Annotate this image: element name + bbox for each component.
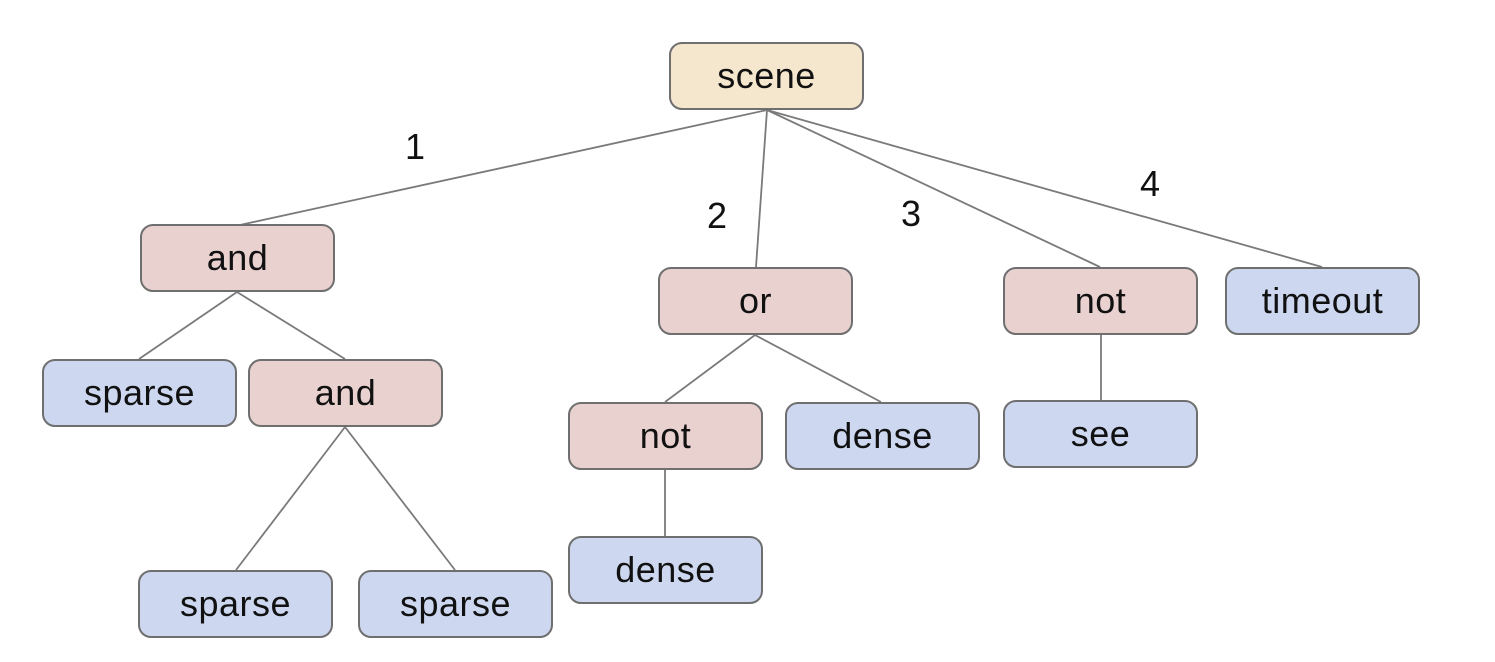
node-see: see <box>1003 400 1198 468</box>
edge-and2-sparse2 <box>235 426 346 571</box>
node-sparse-2: sparse <box>138 570 333 638</box>
node-see-label: see <box>1070 413 1131 454</box>
edge-scene-and1 <box>239 109 768 226</box>
edge-label-1: 1 <box>404 126 426 167</box>
node-not-1: not <box>1003 267 1198 335</box>
node-dense-1-label: dense <box>832 415 933 456</box>
node-dense-2: dense <box>568 536 763 604</box>
node-scene: scene <box>669 42 864 110</box>
node-not-1-label: not <box>1074 280 1127 321</box>
node-sparse-1: sparse <box>42 359 237 427</box>
node-not-2: not <box>568 402 763 470</box>
node-not-2-label: not <box>639 415 692 456</box>
node-sparse-3-label: sparse <box>399 583 512 624</box>
edge-scene-timeout <box>766 109 1323 268</box>
edge-label-2: 2 <box>706 195 728 236</box>
edge-scene-or <box>755 109 768 268</box>
edge-or-dense1 <box>754 334 882 403</box>
edge-or-not2 <box>664 334 756 403</box>
node-timeout-label: timeout <box>1261 280 1384 321</box>
edge-and2-sparse3 <box>344 426 456 571</box>
node-timeout: timeout <box>1225 267 1420 335</box>
edge-label-3: 3 <box>900 193 922 234</box>
node-or: or <box>658 267 853 335</box>
node-dense-1: dense <box>785 402 980 470</box>
node-and-2: and <box>248 359 443 427</box>
node-dense-2-label: dense <box>615 549 716 590</box>
node-sparse-2-label: sparse <box>179 583 292 624</box>
node-and-1-label: and <box>206 237 269 278</box>
node-sparse-3: sparse <box>358 570 553 638</box>
edge-and1-sparse1 <box>138 291 238 360</box>
node-and-1: and <box>140 224 335 292</box>
edge-scene-not1 <box>766 109 1101 268</box>
node-scene-label: scene <box>717 55 816 96</box>
node-sparse-1-label: sparse <box>83 372 196 413</box>
edge-label-4: 4 <box>1139 163 1161 204</box>
node-and-2-label: and <box>314 372 377 413</box>
edge-and1-and2 <box>236 291 346 360</box>
node-or-label: or <box>738 280 772 321</box>
